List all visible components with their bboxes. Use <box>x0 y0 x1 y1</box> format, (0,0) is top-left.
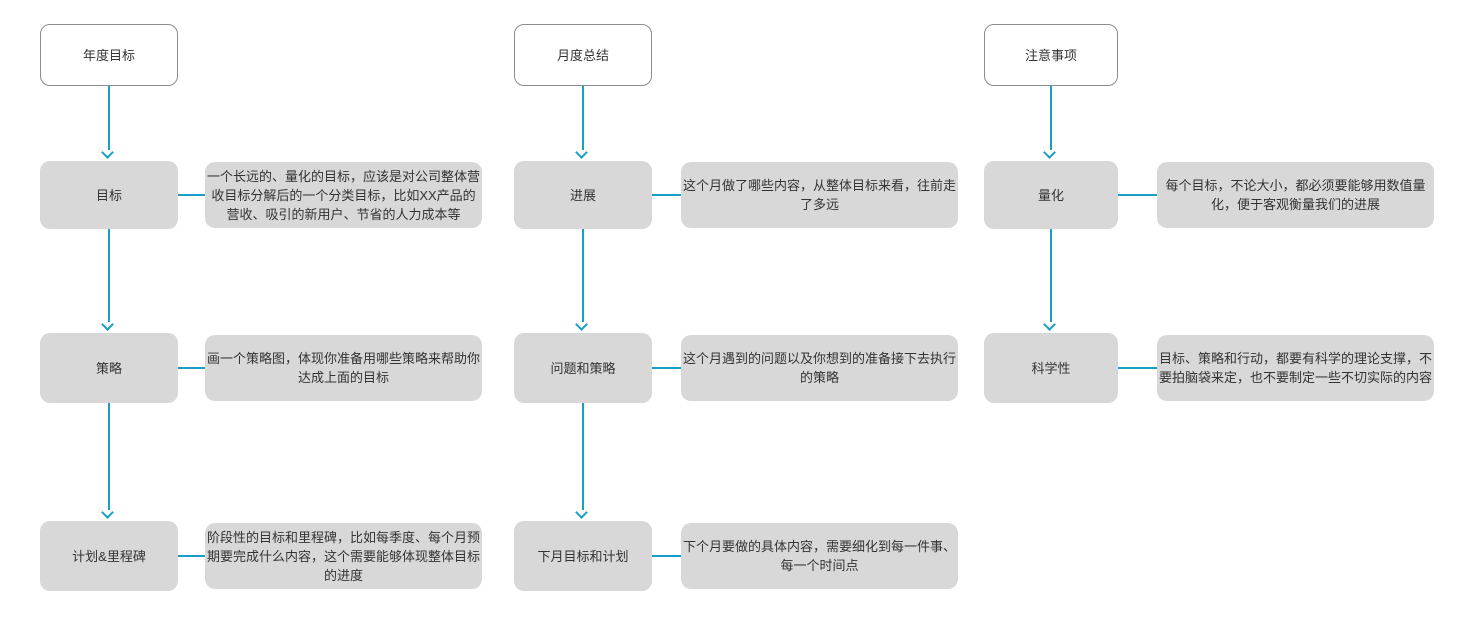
connector-line-vertical <box>108 86 110 150</box>
connector-line-horizontal <box>652 367 681 369</box>
node-label: 目标 <box>95 187 122 203</box>
note-text: 一个长远的、量化的目标，应该是对公司整体营收目标分解后的一个分类目标，比如XX产… <box>207 168 481 222</box>
note-box-scientific[interactable]: 目标、策略和行动，都要有科学的理论支撑，不要拍脑袋来定，也不要制定一些不切实际的… <box>1157 335 1434 401</box>
connector-arrowhead <box>1043 318 1056 331</box>
connector-line-horizontal <box>178 555 205 557</box>
connector-line-horizontal <box>178 367 205 369</box>
connector-line-vertical <box>108 229 110 322</box>
note-box-progress[interactable]: 这个月做了哪些内容，从整体目标来看，往前走了多远 <box>681 162 958 228</box>
connector-line-vertical <box>582 403 584 510</box>
flow-node-scientific[interactable]: 科学性 <box>984 333 1118 403</box>
node-label: 量化 <box>1037 187 1064 203</box>
flow-node-goal[interactable]: 目标 <box>40 161 178 229</box>
node-label: 月度总结 <box>556 47 609 63</box>
note-box-strategy[interactable]: 画一个策略图，体现你准备用哪些策略来帮助你达成上面的目标 <box>205 335 482 401</box>
note-text: 阶段性的目标和里程碑，比如每季度、每个月预期要完成什么内容，这个需要能够体现整体… <box>207 529 481 583</box>
node-label: 问题和策略 <box>550 360 616 376</box>
connector-line-horizontal <box>1118 367 1157 369</box>
flow-node-plan-milestone[interactable]: 计划&里程碑 <box>40 521 178 591</box>
connector-line-horizontal <box>652 194 681 196</box>
connector-arrowhead <box>575 318 588 331</box>
flow-node-quantify[interactable]: 量化 <box>984 161 1118 229</box>
flow-node-progress[interactable]: 进展 <box>514 161 652 229</box>
node-label: 策略 <box>95 360 122 376</box>
connector-arrowhead <box>101 506 114 519</box>
connector-arrowhead <box>575 506 588 519</box>
connector-line-horizontal <box>1118 194 1157 196</box>
connector-arrowhead <box>101 318 114 331</box>
connector-arrowhead <box>575 146 588 159</box>
node-label: 科学性 <box>1031 360 1071 376</box>
connector-arrowhead <box>1043 146 1056 159</box>
connector-arrowhead <box>101 146 114 159</box>
note-text: 这个月遇到的问题以及你想到的准备接下去执行的策略 <box>683 351 957 385</box>
start-node-notes[interactable]: 注意事项 <box>984 24 1118 86</box>
note-box-next-month-plan[interactable]: 下个月要做的具体内容，需要细化到每一件事、每一个时间点 <box>681 523 958 589</box>
note-box-goal[interactable]: 一个长远的、量化的目标，应该是对公司整体营收目标分解后的一个分类目标，比如XX产… <box>205 162 482 228</box>
node-label: 计划&里程碑 <box>72 548 146 564</box>
note-text: 目标、策略和行动，都要有科学的理论支撑，不要拍脑袋来定，也不要制定一些不切实际的… <box>1159 351 1433 385</box>
connector-line-vertical <box>1050 229 1052 322</box>
connector-line-vertical <box>1050 86 1052 150</box>
start-node-monthly-summary[interactable]: 月度总结 <box>514 24 652 86</box>
note-text: 每个目标，不论大小，都必须要能够用数值量化，便于客观衡量我们的进展 <box>1165 178 1426 212</box>
connector-line-vertical <box>582 86 584 150</box>
note-text: 这个月做了哪些内容，从整体目标来看，往前走了多远 <box>683 178 957 212</box>
note-text: 画一个策略图，体现你准备用哪些策略来帮助你达成上面的目标 <box>207 351 481 385</box>
note-box-quantify[interactable]: 每个目标，不论大小，都必须要能够用数值量化，便于客观衡量我们的进展 <box>1157 162 1434 228</box>
connector-line-horizontal <box>652 555 681 557</box>
node-label: 下月目标和计划 <box>537 548 629 564</box>
node-label: 年度目标 <box>82 47 135 63</box>
note-text: 下个月要做的具体内容，需要细化到每一件事、每一个时间点 <box>683 539 957 573</box>
flow-node-next-month-plan[interactable]: 下月目标和计划 <box>514 521 652 591</box>
connector-line-horizontal <box>178 194 205 196</box>
node-label: 注意事项 <box>1024 47 1077 63</box>
node-label: 进展 <box>569 187 596 203</box>
flow-node-problems-strategy[interactable]: 问题和策略 <box>514 333 652 403</box>
flow-node-strategy[interactable]: 策略 <box>40 333 178 403</box>
start-node-annual-goals[interactable]: 年度目标 <box>40 24 178 86</box>
note-box-plan-milestone[interactable]: 阶段性的目标和里程碑，比如每季度、每个月预期要完成什么内容，这个需要能够体现整体… <box>205 523 482 589</box>
connector-line-vertical <box>582 229 584 322</box>
note-box-problems-strategy[interactable]: 这个月遇到的问题以及你想到的准备接下去执行的策略 <box>681 335 958 401</box>
connector-line-vertical <box>108 403 110 510</box>
